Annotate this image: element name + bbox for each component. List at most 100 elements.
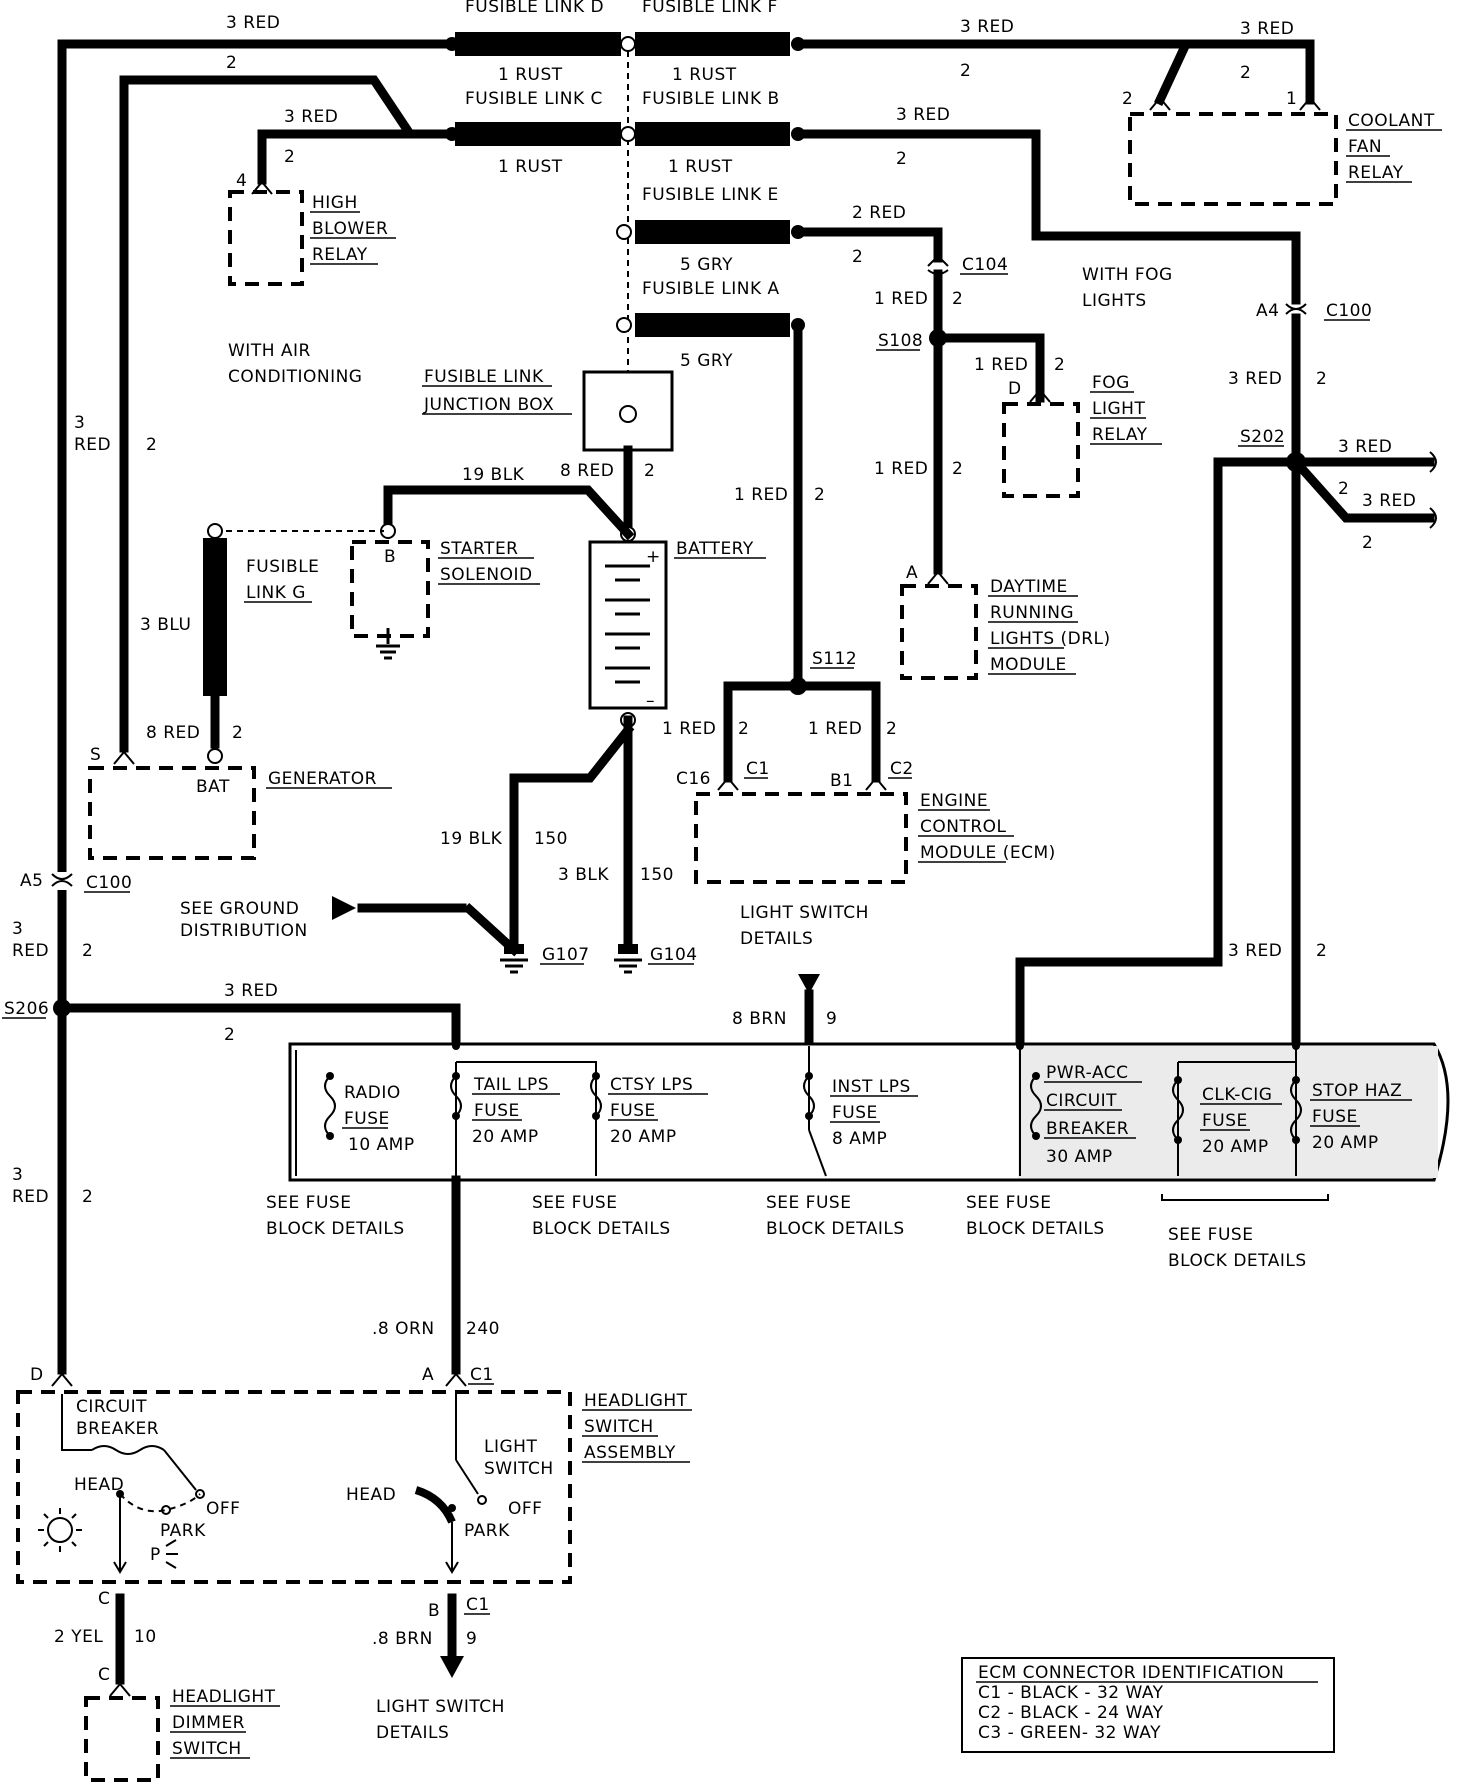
label-c-top: C [98,1589,110,1609]
label-2-c104-b: 2 [952,289,963,309]
starter-ground-icon [376,628,400,660]
label-a5: A5 [20,871,43,891]
label-fusible-link-d: FUSIBLE LINK D [465,0,604,17]
label-pwr-amp: 30 AMP [1046,1147,1113,1167]
label-off-cb: OFF [206,1499,240,1519]
coolant-pin-2: 2 [1122,89,1133,109]
label-head-cb: HEAD [74,1475,124,1495]
fuse-block-shaded-region [1018,1046,1438,1178]
see-fuse-4b: BLOCK DETAILS [966,1219,1105,1239]
label-with-fog: WITH FOG [1082,265,1173,285]
label-1red-c104: 1 RED [874,289,928,309]
headlight-switch-assembly-box [16,1390,572,1584]
hls-pin-d [51,1372,73,1387]
label-fan-relay: RELAY [1348,163,1404,183]
label-s108: S108 [878,331,923,351]
label-switch: SWITCH [584,1417,654,1437]
tail-fuse-icon [450,1075,462,1117]
starter-solenoid: 19 BLK B STARTER SOLENOID [350,465,635,660]
label-junction-1: FUSIBLE LINK [424,367,544,387]
wire-3red-pwr-acc [1015,457,1301,1051]
label-high: HIGH [312,193,358,213]
label-clk-fuse: FUSE [1202,1111,1248,1131]
label-stop-amp: 20 AMP [1312,1133,1379,1153]
label-2-drl: 2 [952,459,963,479]
label-light-switch-details-2: DETAILS [740,929,813,949]
label-2-b: 2 [896,149,907,169]
label-1red-s112: 1 RED [734,485,788,505]
label-8brn-out: .8 BRN [372,1629,433,1649]
label-fusible-link-b: FUSIBLE LINK B [642,89,780,109]
ecm-id-title: ECM CONNECTOR IDENTIFICATION [978,1663,1284,1683]
label-inst-amp: 8 AMP [832,1129,887,1149]
label-fog-relay: RELAY [1092,425,1148,445]
label-fan: FAN [1348,137,1382,157]
label-pwr-circuit: CIRCUIT [1046,1091,1117,1111]
label-3blk: 3 BLK [558,865,609,885]
label-8brn-top: 8 BRN [732,1009,787,1029]
label-c-bottom: C [98,1665,110,1685]
ecm-id-row-3: C3 - GREEN- 32 WAY [978,1723,1161,1743]
label-240: 240 [466,1319,500,1339]
label-s112: S112 [812,649,857,669]
gen-pin-bat: BAT [196,777,230,797]
label-pwr-breaker: BREAKER [1046,1119,1129,1139]
fusible-link-b [635,122,790,146]
fog-pin-d: D [1008,379,1022,399]
label-fusible-link-c: FUSIBLE LINK C [465,89,603,109]
label-3-left: 3 [74,413,85,433]
fusible-link-f [635,32,790,56]
wire-2red-c104 [801,227,943,263]
fog-drl-section: 2 RED 2 C104 1 RED 2 S108 1 RED 2 D FOG … [801,203,1162,680]
label-19blk-top: 19 BLK [462,465,525,485]
label-c1-ecm: C1 [746,759,770,779]
label-ctsy: CTSY LPS [610,1075,693,1095]
label-radio-fuse: FUSE [344,1109,390,1129]
ecm-c16-pin [717,776,739,791]
label-radio-amp: 10 AMP [348,1135,415,1155]
label-3blu: 3 BLU [140,615,191,635]
coolant-fan-section: 3 RED 2 3 RED 2 2 1 COOLANT FAN RELAY 3 … [801,17,1442,1051]
label-3red-tail: 3 RED [224,981,278,1001]
label-battery: BATTERY [676,539,754,559]
label-dimmer-2: DIMMER [172,1713,245,1733]
wire-break-icon-2 [1429,507,1437,529]
label-150-a: 150 [534,829,568,849]
label-park-ls: PARK [464,1521,510,1541]
circuit-breaker-icon [91,1445,165,1455]
label-with-air: WITH AIR [228,341,311,361]
wire-19blk-starter [383,485,635,541]
fuse-block: RADIO FUSE 10 AMP TAIL LPS FUSE 20 AMP C… [288,1042,1450,1182]
label-c100-left: C100 [86,873,132,893]
label-3-mid: 3 [12,919,23,939]
label-3red-s202-top: 3 RED [1228,369,1282,389]
label-conditioning: CONDITIONING [228,367,362,387]
left-feed-wires: 3 RED 2 3 RED 2 3 RED 2 [57,13,451,1375]
splice-cb [620,126,636,142]
see-fuse-2b: BLOCK DETAILS [532,1219,671,1239]
wire-1red-ecm-c1 [723,681,803,783]
label-fusible-link-e: FUSIBLE LINK E [642,185,779,205]
label-c100-right: C100 [1326,301,1372,321]
generator-s-pin [113,750,135,765]
label-2-tail: 2 [224,1025,235,1045]
label-tail-fuse: FUSE [474,1101,520,1121]
label-9-top: 9 [826,1009,837,1029]
see-fuse-2a: SEE FUSE [532,1193,617,1213]
fusible-link-a [635,313,790,337]
label-inst: INST LPS [832,1077,911,1097]
label-gry-e: 5 GRY [680,255,733,275]
label-fusible-g-1: FUSIBLE [246,557,319,577]
coolant-pin-1: 1 [1286,89,1297,109]
label-rust-c: 1 RUST [498,157,563,177]
output-arrow-icon [440,1656,464,1678]
label-generator: GENERATOR [268,769,377,789]
c100-left-connector [50,872,74,890]
generator-box [88,766,256,860]
label-3-low: 3 [12,1165,23,1185]
left-lower-section: A5 C100 3 RED 2 S206 3 RED 2 3 RED 2 [2,871,461,1207]
label-breaker: BREAKER [76,1419,159,1439]
label-c2-ecm: C2 [890,759,914,779]
drl-pin-a: A [906,563,918,583]
